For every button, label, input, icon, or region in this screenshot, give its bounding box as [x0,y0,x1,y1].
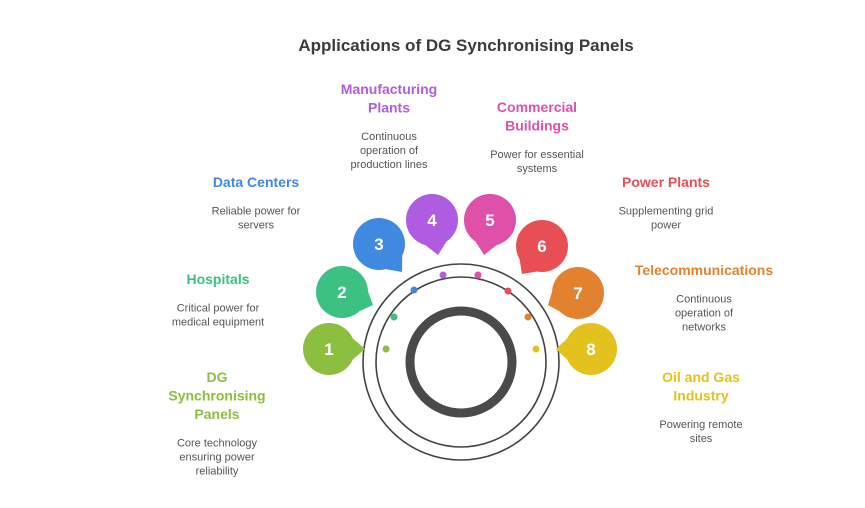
item-description-line: Powering remote [659,419,742,431]
bubble-6: 6 [516,220,568,274]
item-title-line: Power Plants [622,174,710,190]
bubble-number: 8 [586,340,595,359]
core-ring [405,306,517,418]
numbered-bubbles: 1 2 3 4 5 6 7 8 [303,194,617,375]
item-description-line: Power for essential [490,149,584,161]
ring-dot-7 [524,313,532,321]
ring-dot-8 [532,345,540,353]
bubble-2: 2 [316,266,373,318]
item-description-line: Supplementing grid [619,206,714,218]
item-title-line: Data Centers [213,174,300,190]
ring-dot-3 [410,286,418,294]
ring-dot-6 [504,287,512,295]
item-title-line: Hospitals [186,271,249,287]
item-description-line: systems [517,163,558,175]
item-description-line: Continuous [676,294,732,306]
bubble-circle [565,323,617,375]
bubble-pointer [556,338,568,360]
inner-ring [375,276,547,448]
bubble-number: 4 [427,211,437,230]
ring-dot-2 [390,313,398,321]
item-description-line: power [651,220,681,232]
bubble-number: 2 [337,283,346,302]
item-description-line: operation of [675,308,734,320]
bubble-4: 4 [406,194,458,255]
bubble-number: 6 [537,237,546,256]
bubble-circle [516,220,568,272]
bubble-7: 7 [548,267,604,319]
bubble-circle [464,194,516,246]
item-description-line: Continuous [361,131,417,143]
bubble-circle [303,323,355,375]
diagram-title: Applications of DG Synchronising Panels [298,36,633,55]
item-title-line: Commercial [497,99,577,115]
item-description-line: servers [238,220,275,232]
item-title-line: Synchronising [168,388,265,404]
item-title-line: Buildings [505,118,569,134]
ring-dot-4 [439,271,447,279]
bubble-3: 3 [353,218,405,272]
item-title-line: Industry [673,388,728,404]
bubble-number: 5 [485,211,494,230]
bubble-circle [316,266,368,318]
bubble-5: 5 [464,194,516,255]
item-title-line: Panels [194,406,239,422]
bubble-circle [552,267,604,319]
bubble-number: 3 [374,235,383,254]
item-title-line: Telecommunications [635,262,773,278]
item-description-line: Core technology [177,438,258,450]
item-description-line: ensuring power [179,452,255,464]
item-description-line: Critical power for [177,303,260,315]
bubble-number: 7 [573,284,582,303]
outer-ring [362,263,560,461]
item-description-line: medical equipment [172,317,264,329]
item-description-line: operation of [360,145,419,157]
ring-dot-1 [382,345,390,353]
item-title-line: Manufacturing [341,81,437,97]
item-description-line: Reliable power for [212,206,301,218]
bubble-8: 8 [556,323,617,375]
bubble-1: 1 [303,323,365,375]
bubble-circle [353,218,405,270]
item-title-line: Plants [368,100,410,116]
item-title-line: Oil and Gas [662,369,740,385]
bubble-circle [406,194,458,246]
item-description-line: sites [690,433,713,445]
item-description-line: production lines [350,159,428,171]
item-title-line: DG [207,369,228,385]
item-description-line: networks [682,322,727,334]
bubble-number: 1 [324,340,333,359]
item-description-line: reliability [196,466,239,478]
ring-dot-5 [474,271,482,279]
bubble-pointer [352,338,365,360]
